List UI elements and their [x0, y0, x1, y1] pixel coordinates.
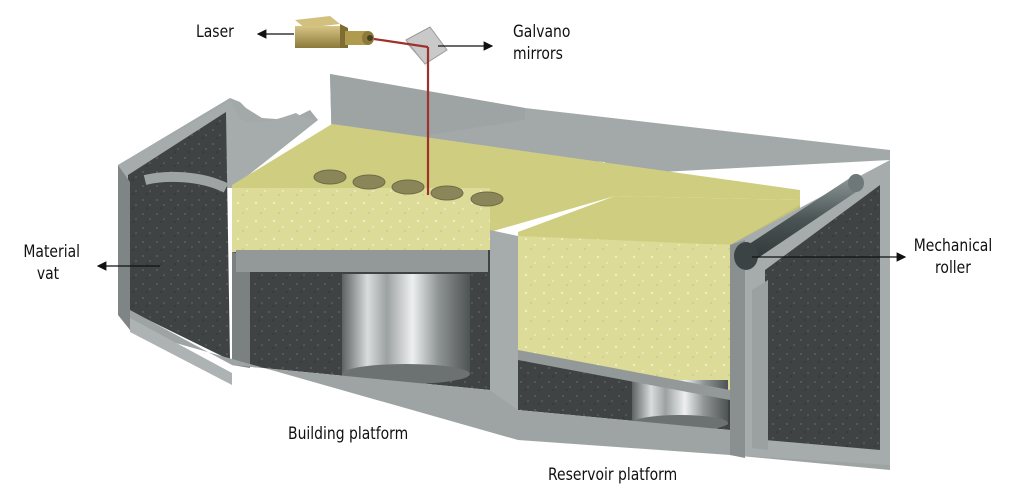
roller-label-line1: Mechanical [913, 236, 993, 256]
material-vat-label: Material vat [23, 241, 81, 285]
mechanical-roller-icon [734, 174, 864, 270]
vat-divider-wall [490, 230, 518, 420]
roller-label-line2: roller [934, 258, 972, 278]
vat-left-wall [118, 98, 318, 360]
reservoir-platform-label: Reservoir platform [548, 465, 678, 485]
vat-label-line2: vat [36, 264, 60, 284]
vat-label-line1: Material [23, 242, 81, 262]
sintered-spots [313, 169, 504, 207]
laser-source-icon [295, 16, 374, 48]
galvano-mirror-icon [405, 26, 448, 68]
vat-front-floor [130, 310, 890, 470]
laser-beam [373, 37, 430, 195]
galvano-label-line1: Galvano [513, 22, 571, 42]
galvano-mirrors-label: Galvano mirrors [513, 21, 570, 65]
laser-label: Laser [196, 22, 234, 42]
building-platform-label: Building platform [288, 424, 409, 444]
building-chamber-cavity [232, 250, 490, 390]
building-powder-bed [232, 124, 800, 252]
leader-arrows [96, 29, 907, 271]
galvano-label-line2: mirrors [513, 44, 563, 64]
mechanical-roller-label: Mechanical roller [908, 235, 998, 279]
